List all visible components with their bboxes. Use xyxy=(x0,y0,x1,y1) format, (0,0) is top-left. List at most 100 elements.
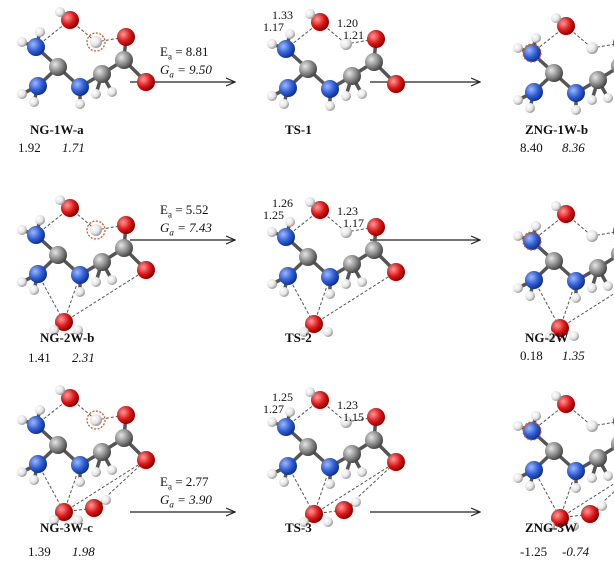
hydrogen-atom xyxy=(545,331,555,341)
hydrogen-atom xyxy=(285,407,295,417)
oxygen-atom xyxy=(117,406,135,424)
hydrogen-atom xyxy=(603,281,613,291)
hydrogen-atom xyxy=(586,230,598,242)
hydrogen-atom xyxy=(17,277,27,287)
hydrogen-atom xyxy=(299,517,309,527)
product-molecule xyxy=(513,13,614,115)
oxygen-atom xyxy=(55,503,73,521)
product-value-2: -0.74 xyxy=(562,544,590,559)
hydrogen-atom xyxy=(35,27,45,37)
carbon-atom xyxy=(365,241,383,259)
hydrogen-bond xyxy=(559,483,614,519)
oxygen-atom xyxy=(305,315,323,333)
nitrogen-atom xyxy=(279,79,297,97)
reactant-name: NG-1W-a xyxy=(30,122,84,137)
oxygen-atom xyxy=(551,319,569,337)
hydrogen-atom xyxy=(279,287,289,297)
nitrogen-atom xyxy=(27,38,45,56)
hydrogen-atom xyxy=(73,515,83,525)
hydrogen-atom xyxy=(91,89,101,99)
hydrogen-atom xyxy=(340,416,352,428)
oxygen-atom xyxy=(117,28,135,46)
carbon-atom xyxy=(49,246,67,264)
ea-symbol: E xyxy=(160,44,168,59)
nitrogen-atom xyxy=(321,458,339,476)
hydrogen-atom xyxy=(340,226,352,238)
hydrogen-atom xyxy=(73,325,83,335)
nitrogen-atom xyxy=(29,265,47,283)
hydrogen-atom xyxy=(35,215,45,225)
hydrogen-atom xyxy=(513,43,523,53)
oxygen-atom xyxy=(61,389,79,407)
oxygen-atom xyxy=(581,505,599,523)
hydrogen-atom xyxy=(551,391,561,401)
ts-name: TS-3 xyxy=(285,520,312,535)
ga-subscript: a xyxy=(169,69,174,80)
hydrogen-atom xyxy=(75,99,85,109)
ts-name: TS-2 xyxy=(285,330,312,345)
nitrogen-atom xyxy=(523,44,541,62)
hydrogen-bond xyxy=(559,293,614,329)
hydrogen-atom xyxy=(597,501,607,511)
bond-length-label: 1.25 xyxy=(272,390,293,404)
hydrogen-atom xyxy=(513,421,523,431)
hydrogen-atom xyxy=(531,411,541,421)
nitrogen-atom xyxy=(29,77,47,95)
carbon-atom xyxy=(343,67,361,85)
hydrogen-bond xyxy=(37,273,65,323)
ga-value: = 7.43 xyxy=(173,220,212,235)
oxygen-atom xyxy=(85,499,103,517)
ga-subscript: a xyxy=(169,227,174,238)
hydrogen-bond xyxy=(63,269,147,323)
carbon-atom xyxy=(343,255,361,273)
nitrogen-atom xyxy=(567,84,585,102)
oxygen-atom xyxy=(557,205,575,223)
product-name: NG-2W xyxy=(525,330,569,345)
hydrogen-atom xyxy=(569,331,579,341)
hydrogen-atom xyxy=(279,477,289,487)
activation-energy: Ea = 5.52 xyxy=(160,202,209,220)
oxygen-atom xyxy=(61,11,79,29)
hydrogen-atom xyxy=(17,225,27,235)
carbon-atom xyxy=(545,64,563,82)
hydrogen-atom xyxy=(107,275,117,285)
oxygen-atom xyxy=(137,451,155,469)
nitrogen-atom xyxy=(321,268,339,286)
hydrogen-atom xyxy=(525,291,535,301)
transition-state-molecule xyxy=(267,197,405,337)
hydrogen-atom xyxy=(55,385,65,395)
hydrogen-atom xyxy=(267,39,277,49)
carbon-atom xyxy=(589,259,607,277)
reactant-name: NG-2W-b xyxy=(40,330,95,345)
hydrogen-atom xyxy=(267,91,277,101)
nitrogen-atom xyxy=(277,40,295,58)
hydrogen-atom xyxy=(586,420,598,432)
hydrogen-atom xyxy=(267,417,277,427)
hydrogen-atom xyxy=(49,515,59,525)
carbon-atom xyxy=(299,438,317,456)
hydrogen-atom xyxy=(91,467,101,477)
activation-energy: Ea = 2.77 xyxy=(160,474,209,492)
oxygen-atom xyxy=(367,30,385,48)
bond-length-label: 1.25 xyxy=(263,208,284,222)
bond-length-label: 1.15 xyxy=(343,410,364,424)
bond-length-label: 1.33 xyxy=(272,8,293,22)
hydrogen-atom xyxy=(35,405,45,415)
ga-symbol: G xyxy=(160,220,170,235)
ga-value: = 9.50 xyxy=(173,62,212,77)
ea-subscript: a xyxy=(167,209,172,220)
transition-state-molecule xyxy=(267,387,405,527)
bond-length-label: 1.17 xyxy=(343,216,364,230)
bond-length-label: 1.21 xyxy=(343,28,364,42)
hydrogen-atom xyxy=(603,471,613,481)
hydrogen-atom xyxy=(357,89,367,99)
hydrogen-atom xyxy=(357,277,367,287)
oxygen-atom xyxy=(137,261,155,279)
reactant-value-2: 2.31 xyxy=(72,350,95,365)
hydrogen-atom xyxy=(325,101,335,111)
oxygen-atom xyxy=(55,313,73,331)
product-molecule xyxy=(513,391,614,531)
ea-subscript: a xyxy=(167,51,172,62)
hydrogen-atom xyxy=(17,89,27,99)
